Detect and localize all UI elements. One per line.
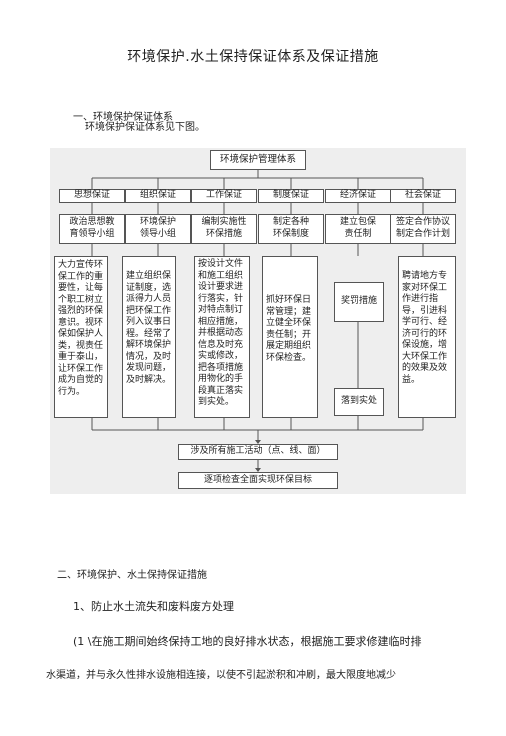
root-box: 环境保护管理体系 (210, 150, 306, 170)
sub-box-line: 建立包保 (339, 217, 376, 227)
detail-box-work: 按设计文件和施工组织设计要求进行落实，针对特点制订相应措施，并根据动态信息及时充… (194, 256, 250, 418)
sub-box-thought: 政治思想教 育领导小组 (59, 214, 125, 244)
reward-punishment-box: 奖罚措施 (334, 282, 384, 322)
sub-box-social: 签定合作协议 制定合作计划 (390, 214, 456, 244)
section2-heading: 二、环境保护、水土保持保证措施 (57, 570, 207, 581)
sub-box-line: 编制实施性 (201, 217, 247, 227)
category-box-work: 工作保证 (191, 189, 257, 203)
detail-box-thought: 大力宣传环保工作的重要性，让每个职工树立强烈的环保意识。视环保如保护人类，视责任… (54, 256, 108, 418)
sub-box-line: 制定合作计划 (395, 228, 450, 239)
sub-box-line: 政治思想教 (69, 217, 115, 227)
category-box-system: 制度保证 (258, 189, 324, 203)
sub-box-line: 签定合作协议 (395, 217, 450, 227)
sub-box-system: 制定各种 环保制度 (258, 214, 324, 244)
sub-box-line: 育领导小组 (69, 228, 115, 239)
detail-box-system: 抓好环保日常管理；建立健全环保责任制；开展定期组织环保检查。 (262, 256, 318, 418)
category-box-thought: 思想保证 (59, 189, 125, 203)
sub-box-line: 环保措施 (205, 228, 242, 239)
section2-subheading: 1、防止水土流失和废料废方处理 (73, 600, 234, 613)
sub-box-organization: 环境保护 领导小组 (125, 214, 191, 244)
sub-box-line: 领导小组 (139, 228, 176, 239)
sub-box-economic: 建立包保 责任制 (325, 214, 391, 244)
category-box-social: 社会保证 (390, 189, 456, 203)
sub-box-line: 责任制 (344, 228, 372, 239)
connector-lines (91, 170, 424, 472)
detail-box-social: 聘请地方专家对环保工作进行指导，引进科学可行、经济可行的环保设施，增大环保工作的… (398, 256, 456, 418)
sub-box-work: 编制实施性 环保措施 (191, 214, 257, 244)
category-box-economic: 经济保证 (325, 189, 391, 203)
section1-intro: 环境保护保证体系见下图。 (85, 122, 205, 133)
category-box-organization: 组织保证 (125, 189, 191, 203)
environmental-protection-system-diagram: 环境保护管理体系 思想保证 组织保证 工作保证 制度保证 经济保证 社会保证 政… (50, 148, 466, 494)
bottom-box-goal: 逐项检查全面实现环保目标 (178, 472, 338, 489)
bottom-box-activities: 涉及所有施工活动（点、线、面） (178, 444, 338, 460)
sub-box-line: 环境保护 (139, 217, 176, 227)
detail-box-organization: 建立组织保证制度，选派得力人员把环保工作列入议事日程。经常了解环境保护情况，及时… (122, 256, 176, 418)
paragraph-line-1: (1 \在施工期间始终保持工地的良好排水状态，根据施工要求修建临时排 (73, 635, 422, 648)
sub-box-line: 环保制度 (272, 228, 309, 239)
paragraph-line-2: 水渠道，并与永久性排水设施相连接，以使不引起淤积和冲刷，最大限度地减少 (46, 670, 396, 681)
page-title: 环境保护.水土保持保证体系及保证措施 (127, 49, 379, 65)
implementation-box: 落到实处 (334, 388, 384, 416)
sub-box-line: 制定各种 (272, 217, 309, 227)
section1-heading: 一、环境保护保证体系 (73, 112, 173, 123)
